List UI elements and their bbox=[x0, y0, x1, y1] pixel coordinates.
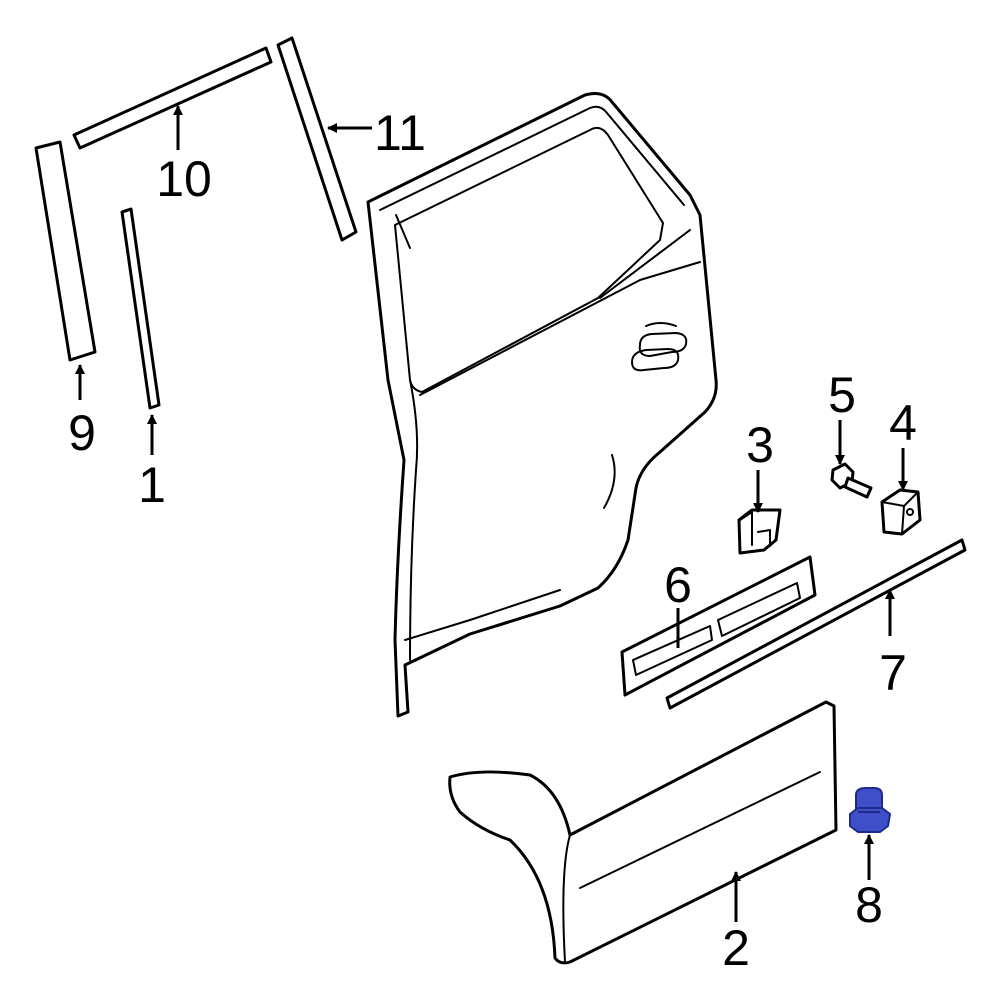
door-handle bbox=[631, 322, 688, 372]
part-7-lower-strip[interactable] bbox=[665, 538, 967, 710]
part-4-nut[interactable] bbox=[880, 488, 922, 536]
part-11-rear-molding[interactable] bbox=[276, 36, 358, 242]
part-3-clip[interactable] bbox=[737, 508, 782, 555]
part-1-weatherstrip[interactable] bbox=[120, 207, 161, 410]
callout-6: 6 bbox=[664, 557, 692, 613]
callout-9: 9 bbox=[68, 405, 96, 461]
part-9-pillar-molding[interactable] bbox=[34, 140, 97, 362]
part-10-upper-molding[interactable] bbox=[72, 46, 273, 150]
callout-4: 4 bbox=[889, 395, 917, 451]
callout-10: 10 bbox=[156, 151, 212, 207]
callout-2: 2 bbox=[722, 920, 750, 976]
callout-3: 3 bbox=[746, 417, 774, 473]
part-2-lower-panel[interactable] bbox=[448, 700, 838, 965]
callout-8: 8 bbox=[855, 877, 883, 933]
callout-1: 1 bbox=[138, 457, 166, 513]
part-8-plug-highlighted[interactable] bbox=[849, 787, 892, 833]
leader-lines bbox=[75, 105, 908, 922]
callout-5: 5 bbox=[828, 367, 856, 423]
callout-labels: 1 2 3 4 5 6 7 8 9 10 11 bbox=[68, 105, 917, 976]
rear-door-shell bbox=[366, 92, 718, 718]
callout-11: 11 bbox=[374, 105, 426, 161]
callout-7: 7 bbox=[879, 645, 907, 701]
part-5-bolt[interactable] bbox=[830, 462, 873, 499]
part-6-body-molding[interactable] bbox=[620, 555, 817, 697]
